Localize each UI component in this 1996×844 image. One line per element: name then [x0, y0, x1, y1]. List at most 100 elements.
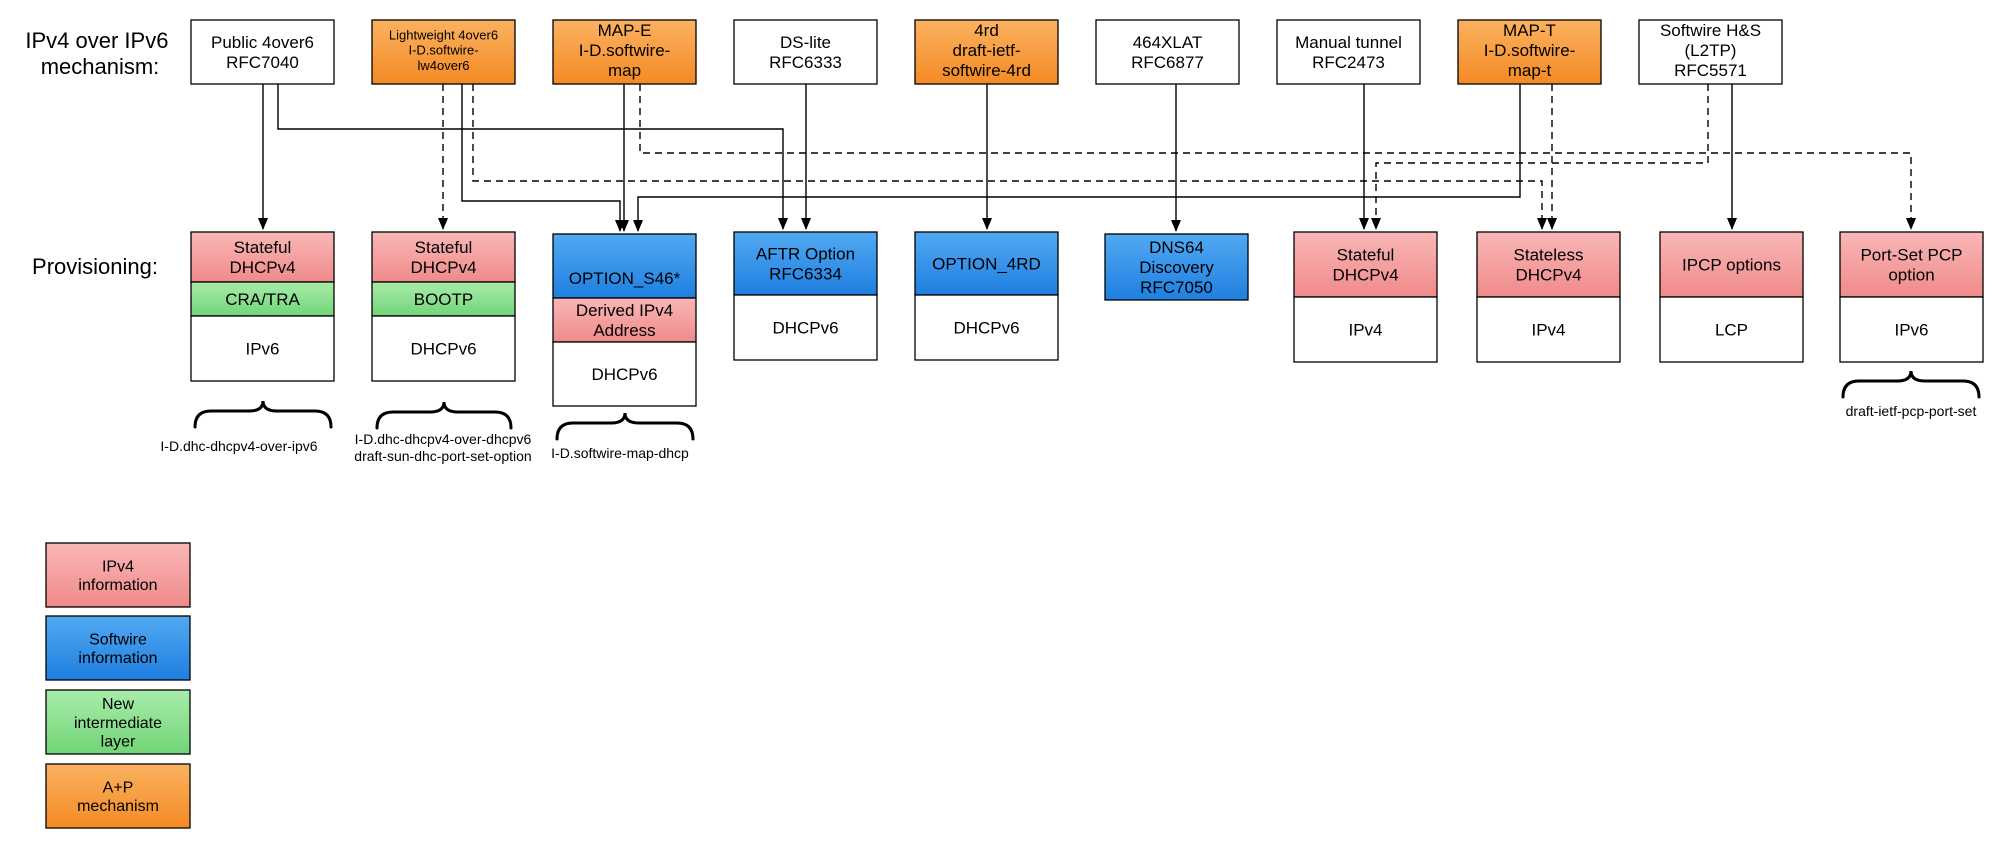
mechanism-label-464xlat-line: 464XLAT — [1133, 33, 1203, 52]
provisioning-layer-label-line: IPv4 — [1348, 321, 1382, 340]
provisioning-layer — [552, 297, 697, 343]
connector-lw4over6-to-p-option-s46 — [461, 84, 625, 232]
reference-line: I-D.dhc-dhcpv4-over-dhcpv6 — [355, 431, 532, 447]
mechanism-label-4rd-line: draft-ietf- — [952, 41, 1020, 60]
connector-hs-to-p-stateful-v4 — [1371, 84, 1709, 230]
brace-ref-dhcpv4-over-ipv6 — [193, 400, 333, 429]
legend-softwire-label-line: information — [78, 650, 157, 667]
legend-ipv4-label: IPv4 information — [78, 558, 157, 594]
provisioning-layer-label-line: Port-Set PCP — [1860, 246, 1962, 265]
provisioning-layer — [371, 231, 516, 283]
provisioning-layer-label-line: IPv6 — [1894, 321, 1928, 340]
provisioning-layer — [1293, 296, 1438, 363]
connector-lw4over6-to-p-stateless-v4 — [472, 84, 1547, 230]
mechanism-label-hs-line: Softwire H&S — [1660, 21, 1761, 40]
mechanism-label-hs-line: (L2TP) — [1685, 41, 1737, 60]
provisioning-layer-label-line: OPTION_4RD — [932, 255, 1041, 274]
provisioning-layer — [1104, 233, 1249, 301]
reference-line: draft-sun-dhc-port-set-option — [354, 448, 531, 464]
connector-mapt-to-p-option-s46 — [633, 84, 1521, 232]
provisioning-layer — [1839, 231, 1984, 298]
provisioning-layer-label: IPv6 — [245, 340, 279, 359]
provisioning-layer — [914, 294, 1059, 361]
provisioning-layer-label-line: Stateful — [1337, 246, 1395, 265]
reference-ref-map-dhcp: I-D.softwire-map-dhcp — [551, 445, 689, 461]
provisioning-layer-label: IPv6 — [1894, 321, 1928, 340]
legend-intermediate-label-line: layer — [101, 734, 136, 751]
provisioning-layer-label: DHCPv6 — [410, 340, 476, 359]
provisioning-layer — [552, 341, 697, 407]
provisioning-layer — [1293, 231, 1438, 298]
connector-public4over6-to-p-aftr — [277, 84, 788, 230]
provisioning-layer-label-line: OPTION_S46* — [569, 269, 681, 288]
provisioning-layer-label-line: option — [1888, 266, 1934, 285]
provisioning-layer-label-line: DHCPv4 — [1515, 266, 1581, 285]
provisioning-layer-label: IPv4 — [1348, 321, 1382, 340]
provisioning-layer — [1476, 231, 1621, 298]
legend-aplusp-label-line: mechanism — [77, 798, 159, 815]
mechanism-label-4rd-line: 4rd — [974, 21, 999, 40]
mechanism-label-lw4over6-line: I-D.softwire- — [408, 43, 478, 58]
provisioning-layer-label-line: Stateless — [1514, 246, 1584, 265]
provisioning-layer-label-line: Address — [593, 321, 655, 340]
mechanism-label-mapt-line: I-D.softwire- — [1484, 41, 1576, 60]
provisioning-layer-label: OPTION_4RD — [932, 255, 1041, 274]
mechanism-label-hs-line: RFC5571 — [1674, 61, 1747, 80]
reference-line: I-D.dhc-dhcpv4-over-ipv6 — [160, 438, 317, 454]
provisioning-layer-label-line: Stateful — [234, 238, 292, 257]
provisioning-layer — [914, 231, 1059, 296]
provisioning-layer — [371, 315, 516, 382]
connectors — [258, 84, 1916, 232]
provisioning-layer-label: DHCPv6 — [772, 319, 838, 338]
mechanism-label-mapt-line: MAP-T — [1503, 21, 1556, 40]
mechanism-label-dslite-line: DS-lite — [780, 33, 831, 52]
mechanism-label-lw4over6-line: lw4over6 — [417, 58, 469, 73]
mechanism-label-464xlat-line: RFC6877 — [1131, 53, 1204, 72]
provisioning-layer-label: BOOTP — [414, 290, 474, 309]
provisioning-layer-label-line: DHCPv4 — [1332, 266, 1398, 285]
provisioning-layer — [733, 294, 878, 361]
provisioning-layer-label: IPCP options — [1682, 256, 1781, 275]
legend-ipv4-label-line: IPv4 — [102, 558, 134, 575]
provisioning-layer-label-line: AFTR Option — [756, 245, 855, 264]
provisioning-layer-label-line: RFC6334 — [769, 265, 842, 284]
mechanism-label-mape-line: I-D.softwire- — [579, 41, 671, 60]
provisioning-layer-label: DHCPv6 — [591, 365, 657, 384]
provisioning-layer-label-line: DHCPv4 — [410, 258, 476, 277]
mechanism-label-mape-line: map — [608, 61, 641, 80]
provisioning-layer-label-line: IPCP options — [1682, 256, 1781, 275]
provisioning-layer-label-line: IPv6 — [245, 340, 279, 359]
legend-ipv4-label-line: information — [78, 577, 157, 594]
reference-ref-dhcpv4-over-ipv6: I-D.dhc-dhcpv4-over-ipv6 — [160, 438, 317, 454]
provisioning-layer-label: IPv4 — [1531, 321, 1565, 340]
provisioning-layer-label-line: Derived IPv4 — [576, 301, 673, 320]
provisioning-layer — [371, 281, 516, 317]
provisioning-layer-label-line: IPv4 — [1531, 321, 1565, 340]
